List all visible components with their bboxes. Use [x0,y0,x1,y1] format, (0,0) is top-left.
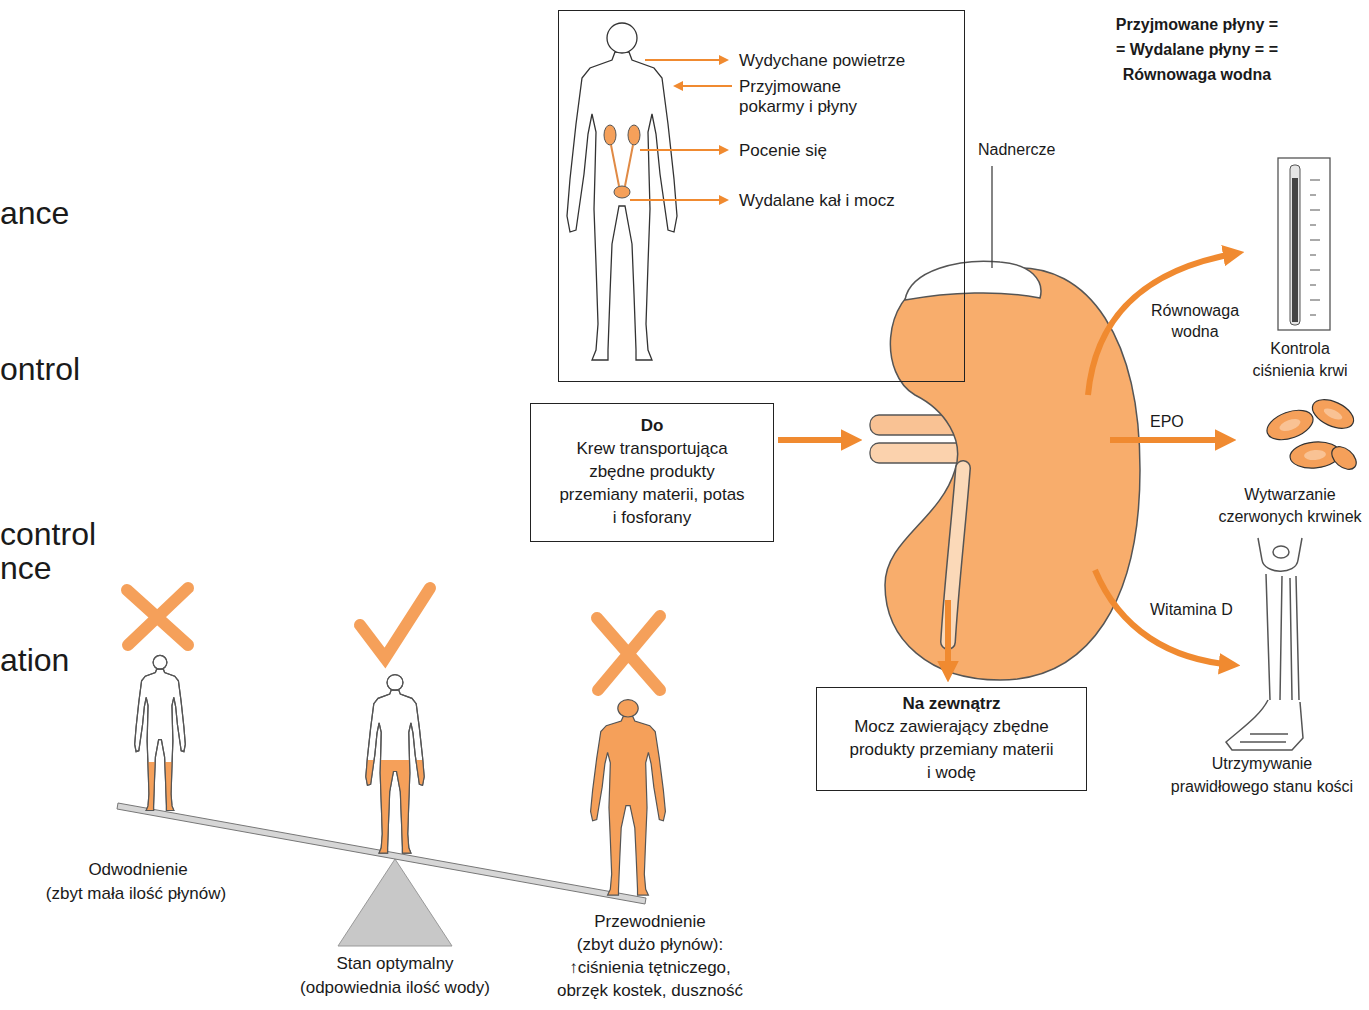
input-box: DoKrew transportująca zbędne produkty pr… [530,403,774,542]
hydration-figures [135,655,666,895]
function-label: Kontrola ciśnienia krwi [1240,338,1360,382]
kidney-illustration [870,166,1140,680]
pressure-gauge [1278,158,1330,330]
function-label: EPO [1150,412,1184,432]
function-label: Wytwarzanie czerwonych krwinek [1215,484,1365,528]
output-box: Na zewnątrzMocz zawierający zbędne produ… [816,687,1087,791]
state-label: Stan optymalny [265,952,525,975]
box-body: Mocz zawierający zbędne produkty przemia… [849,715,1054,784]
box-heading: Do [557,414,747,437]
state-label: Odwodnienie [8,858,268,881]
state-note: (odpowiednia ilość wody) [265,976,525,999]
flow-label: Wydalane kał i mocz [739,191,954,211]
slide-text: nce [0,551,52,585]
body-figure [567,23,677,360]
flow-label: Przyjmowane pokarmy i płyny [739,77,899,117]
slide-text: ance [0,196,69,230]
function-label: Równowaga wodna [1145,300,1245,342]
flow-label: Wydychane powietrze [739,51,954,71]
state-note: (zbyt dużo płynów): ↑ciśnienia tętniczeg… [548,933,753,1002]
slide-text: control [0,517,96,551]
red-blood-cells [1263,394,1361,474]
balance-equation: Przyjmowane płyny = = Wydalane płyny = =… [1113,12,1281,87]
intake-output-panel: Wydychane powietrzePrzyjmowane pokarmy i… [558,10,965,382]
slide-text: ontrol [0,352,80,386]
slide-text: ation [0,643,69,677]
verdict-marks [127,588,660,690]
flow-label: Pocenie się [739,141,939,161]
function-label: Utrzymywanie prawidłowego stanu kości [1167,752,1357,798]
box-body: Krew transportująca zbędne produkty prze… [557,437,747,529]
part-label: Nadnercze [978,140,1055,160]
state-label: Przewodnienie [535,910,765,933]
flow-arrows [630,60,732,200]
box-heading: Na zewnątrz [849,692,1054,715]
state-note: (zbyt mała ilość płynów) [6,882,266,905]
leg-bones [1226,538,1303,750]
function-label: Witamina D [1150,600,1233,620]
